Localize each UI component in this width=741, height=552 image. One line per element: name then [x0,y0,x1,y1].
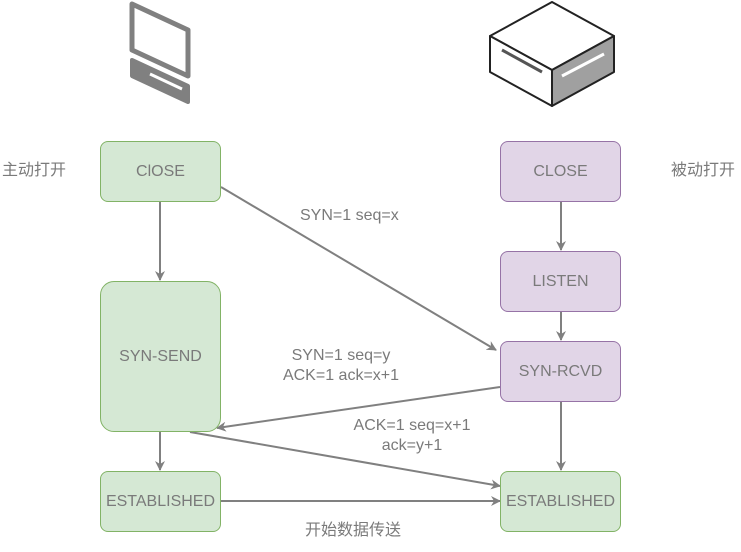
ack-label-line2: ack=y+1 [381,437,443,454]
server-established-label: ESTABLISHED [505,492,616,510]
arrow-syn-ack [216,386,501,432]
server-close-node: CLOSE [500,141,621,202]
client-syn-send-node: SYN-SEND [100,281,221,432]
active-open-label: 主动打开 [2,162,67,179]
server-syn-rcvd-label: SYN-RCVD [518,362,603,380]
server-syn-rcvd-node: SYN-RCVD [500,341,621,402]
server-listen-label: LISTEN [532,272,589,290]
syn-ack-label-line1: SYN=1 seq=y [291,347,391,364]
ack-label-line1: ACK=1 seq=x+1 [353,417,471,434]
arrow-ack [189,431,501,490]
client-syn-send-label: SYN-SEND [119,347,202,365]
arrow-syn [220,186,497,351]
data-transfer-label: 开始数据传送 [305,522,402,539]
passive-open-label: 被动打开 [671,162,736,179]
client-close-node: ClOSE [100,141,221,202]
server-listen-node: LISTEN [500,251,621,312]
server-established-node: ESTABLISHED [500,471,621,532]
syn-label: SYN=1 seq=x [300,207,399,224]
client-close-label: ClOSE [136,162,185,180]
client-established-node: ESTABLISHED [100,471,221,532]
server-close-label: CLOSE [533,162,588,180]
server-icon [489,1,615,107]
computer-icon [129,1,191,104]
client-established-label: ESTABLISHED [105,492,216,510]
syn-ack-label-line2: ACK=1 ack=x+1 [282,367,400,384]
